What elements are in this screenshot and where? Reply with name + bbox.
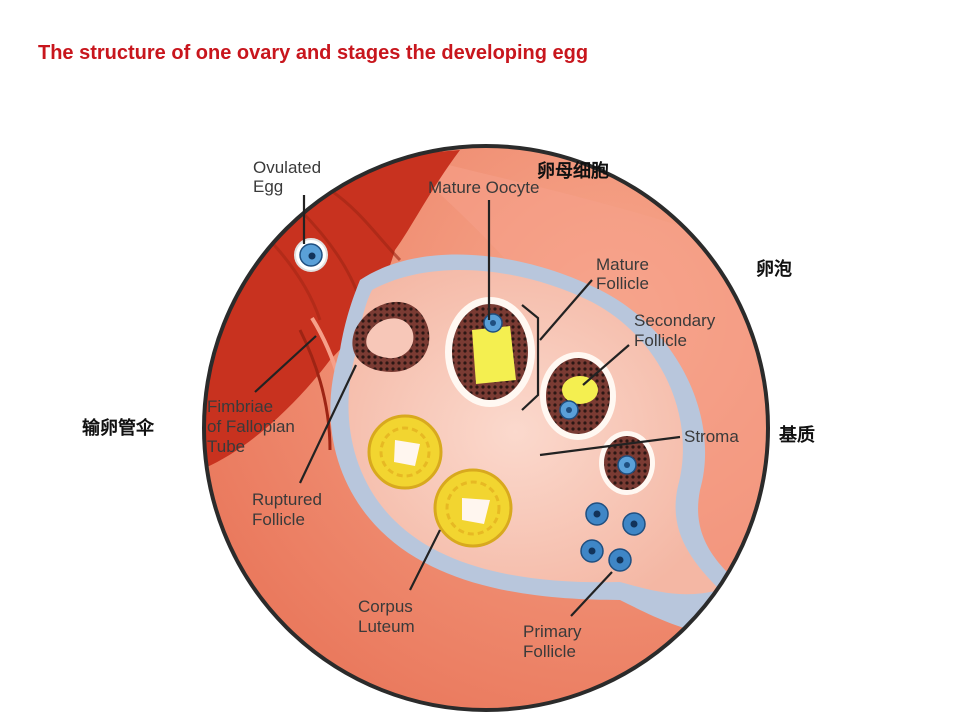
label-mature-follicle: Mature Follicle: [596, 255, 654, 293]
view-circle: [202, 144, 770, 712]
label-primary-follicle: Primary Follicle: [523, 622, 586, 661]
small-follicle: [599, 431, 655, 495]
ruptured-follicle: [352, 301, 430, 372]
corpus-luteum: [367, 414, 513, 548]
label-ruptured-follicle: Ruptured Follicle: [252, 490, 327, 529]
leader-lines: [254, 195, 681, 617]
label-corpus-luteum: Corpus Luteum: [358, 597, 418, 636]
label-secondary-follicle: Secondary Follicle: [634, 311, 720, 350]
mature-follicle: [445, 297, 535, 407]
label-ovulated-egg: Ovulated Egg: [253, 158, 326, 196]
cn-label-oocyte: 卵母细胞: [537, 161, 609, 182]
cn-label-follicle: 卵泡: [756, 259, 792, 280]
label-stroma: Stroma: [684, 427, 739, 446]
label-fimbriae: Fimbriae of Fallopian Tube: [207, 397, 300, 456]
cn-label-fimbriae: 输卵管伞: [82, 418, 154, 439]
cn-label-stroma: 基质: [779, 425, 815, 446]
primary-follicles: [580, 502, 646, 572]
label-mature-oocyte: Mature Oocyte: [428, 178, 540, 197]
page-title: The structure of one ovary and stages th…: [38, 42, 589, 64]
ovulated-egg: [294, 238, 328, 272]
